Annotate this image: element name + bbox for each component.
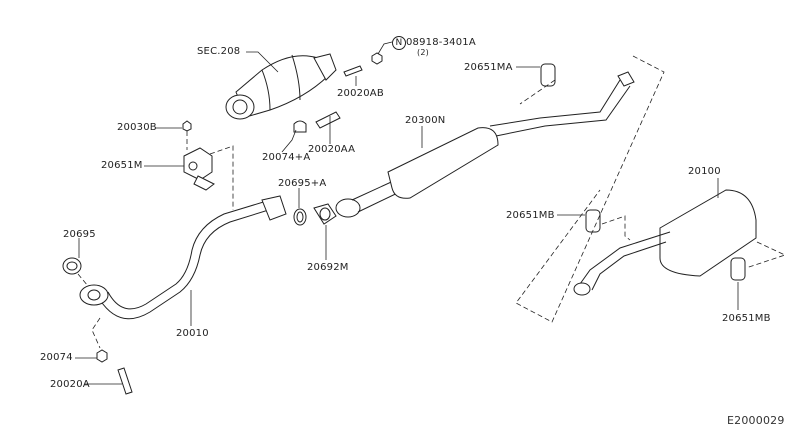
label-nut-circle: N bbox=[392, 36, 406, 50]
gasket-20695a bbox=[293, 208, 307, 226]
stud-20020aa bbox=[315, 111, 341, 129]
label-20074: 20074 bbox=[40, 352, 73, 363]
label-20020aa: 20020AA bbox=[308, 144, 356, 155]
label-20651ma: 20651MA bbox=[464, 62, 513, 73]
label-20692m: 20692M bbox=[307, 262, 349, 273]
gasket-20695 bbox=[62, 257, 82, 275]
label-20020a: 20020A bbox=[50, 379, 90, 390]
diagram-code: E2000029 bbox=[727, 414, 785, 427]
gasket-20692m bbox=[313, 203, 337, 225]
label-08918-3401a: 08918-3401A bbox=[406, 37, 476, 48]
front-pipe-20010 bbox=[79, 195, 287, 320]
label-20030b: 20030B bbox=[117, 122, 157, 133]
dashed-guide-lines bbox=[77, 55, 787, 349]
sensor-plug-20074a bbox=[293, 120, 307, 133]
label-20020ab: 20020AB bbox=[337, 88, 384, 99]
hanger-20651mb-left bbox=[585, 209, 601, 233]
hanger-20651ma bbox=[540, 63, 556, 87]
label-20651mb-right: 20651MB bbox=[722, 313, 771, 324]
nut-08918 bbox=[371, 52, 383, 65]
label-20651m: 20651M bbox=[101, 160, 143, 171]
center-muffler-20300n bbox=[335, 71, 635, 218]
label-20074-a: 20074+A bbox=[262, 152, 311, 163]
catalytic-converter bbox=[225, 53, 337, 120]
rear-muffler-20100 bbox=[573, 189, 757, 296]
label-20100: 20100 bbox=[688, 166, 721, 177]
label-20300n: 20300N bbox=[405, 115, 446, 126]
label-nut-quantity: (2) bbox=[417, 48, 429, 57]
stud-20020ab bbox=[343, 65, 363, 77]
label-20010: 20010 bbox=[176, 328, 209, 339]
stud-20020a bbox=[117, 367, 133, 395]
mount-bracket-20651m bbox=[183, 147, 215, 191]
label-20651mb-left: 20651MB bbox=[506, 210, 555, 221]
hanger-20651mb-right bbox=[730, 257, 746, 281]
nut-20030b bbox=[182, 120, 192, 132]
label-sec-208: SEC.208 bbox=[197, 46, 241, 57]
label-20695-a: 20695+A bbox=[278, 178, 327, 189]
leader-lines bbox=[75, 41, 739, 385]
label-20695: 20695 bbox=[63, 229, 96, 240]
sensor-20074 bbox=[96, 349, 108, 363]
